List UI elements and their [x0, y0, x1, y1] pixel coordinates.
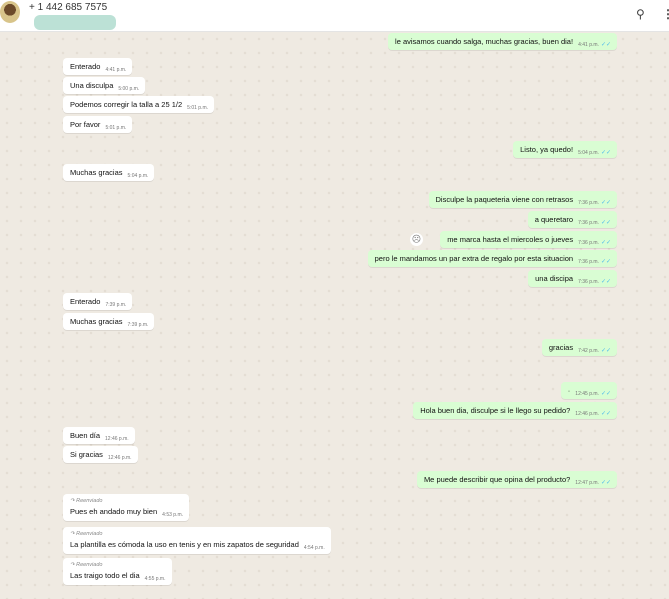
search-icon[interactable]: ⚲: [636, 7, 645, 21]
double-check-icon: ✓✓: [600, 200, 611, 206]
message-text: Muchas gracias: [70, 317, 123, 326]
double-check-icon: ✓✓: [600, 391, 611, 397]
message-time: 12:46 p.m.: [575, 411, 599, 417]
message-time: 5:00 p.m.: [118, 86, 140, 92]
double-check-icon: ✓✓: [600, 411, 611, 417]
message-text: Una disculpa: [70, 81, 114, 90]
message-time: 4:41 p.m.: [578, 42, 599, 48]
outgoing-message[interactable]: a queretaro 7:36 p.m.✓✓: [527, 211, 617, 228]
incoming-message[interactable]: Una disculpa 5:00 p.m.: [63, 77, 146, 94]
outgoing-message[interactable]: Disculpe la paqueteria viene con retraso…: [428, 191, 617, 208]
double-check-icon: ✓✓: [600, 150, 611, 156]
forwarded-label: ↷ Reenviado: [70, 531, 103, 537]
message-time: 7:36 p.m.: [578, 259, 599, 265]
incoming-message[interactable]: Enterado 7:39 p.m.: [63, 293, 133, 310]
message-time: 12:47 p.m.: [575, 480, 599, 486]
message-text: ·: [567, 386, 571, 395]
message-time: 12:45 p.m.: [575, 391, 599, 397]
message-time: 12:46 p.m.: [107, 455, 132, 461]
message-time: 7:36 p.m.: [578, 240, 599, 246]
outgoing-message[interactable]: Me puede describir que opina del product…: [416, 471, 617, 488]
message-text: le avisamos cuando salga, muchas gracias…: [395, 37, 574, 46]
outgoing-message[interactable]: Listo, ya quedo! 5:04 p.m.✓✓: [513, 141, 617, 158]
incoming-message[interactable]: Enterado 4:41 p.m.: [63, 58, 133, 75]
message-text: una discipa: [535, 274, 574, 283]
outgoing-message[interactable]: gracias 7:42 p.m.✓✓: [541, 339, 617, 356]
forwarded-label: ↷ Reenviado: [70, 562, 103, 568]
contact-avatar[interactable]: [0, 1, 20, 23]
outgoing-message[interactable]: le avisamos cuando salga, muchas gracias…: [388, 33, 617, 50]
double-check-icon: ✓✓: [600, 279, 611, 285]
message-text: Enterado: [70, 62, 101, 71]
message-text: gracias: [548, 343, 574, 352]
message-text: Pues eh andado muy bien: [70, 507, 158, 516]
message-time: 4:54 p.m.: [303, 545, 325, 551]
message-text: Buen día: [70, 431, 101, 440]
outgoing-message[interactable]: pero le mandamos un par extra de regalo …: [367, 250, 617, 267]
double-check-icon: ✓✓: [600, 240, 611, 246]
incoming-message[interactable]: Buen día 12:46 p.m.: [63, 427, 135, 444]
chat-header: + 1 442 685 7575 ⚲ ⋮: [0, 0, 669, 32]
message-text: Listo, ya quedo!: [520, 145, 574, 154]
incoming-message[interactable]: Muchas gracias 7:39 p.m.: [63, 313, 155, 330]
message-time: 4:55 p.m.: [144, 576, 166, 582]
message-text: Podemos corregir la talla a 25 1/2: [70, 100, 183, 109]
message-text: Enterado: [70, 297, 101, 306]
message-text: pero le mandamos un par extra de regalo …: [374, 254, 574, 263]
message-time: 7:36 p.m.: [578, 220, 599, 226]
message-text: Muchas gracias: [70, 168, 123, 177]
double-check-icon: ✓✓: [600, 480, 611, 486]
outgoing-message[interactable]: · 12:45 p.m.✓✓: [560, 382, 617, 399]
message-text: La plantilla es cómoda la uso en tenis y…: [70, 540, 299, 549]
redaction-overlay: [34, 15, 116, 30]
message-time: 5:04 p.m.: [127, 173, 149, 179]
incoming-message[interactable]: Si gracias 12:46 p.m.: [63, 446, 138, 463]
incoming-message[interactable]: Por favor 5:01 p.m.: [63, 116, 133, 133]
message-time: 7:39 p.m.: [105, 302, 127, 308]
double-check-icon: ✓✓: [600, 42, 611, 48]
message-time: 12:46 p.m.: [105, 436, 129, 442]
message-time: 5:04 p.m.: [578, 150, 599, 156]
message-text: Si gracias: [70, 450, 103, 459]
incoming-message[interactable]: Muchas gracias 5:04 p.m.: [63, 164, 155, 181]
message-text: a queretaro: [534, 215, 574, 224]
incoming-message[interactable]: ↷ Reenviado La plantilla es cómoda la uso…: [63, 527, 331, 554]
double-check-icon: ✓✓: [600, 220, 611, 226]
message-time: 5:01 p.m.: [105, 125, 127, 131]
message-time: 7:36 p.m.: [578, 279, 599, 285]
message-time: 7:36 p.m.: [578, 200, 599, 206]
message-text: Hola buen dia, disculpe si le llego su p…: [420, 406, 571, 415]
message-time: 7:42 p.m.: [578, 348, 599, 354]
incoming-message[interactable]: Podemos corregir la talla a 25 1/2 5:01 p…: [63, 96, 215, 113]
emoji-reaction-icon[interactable]: ☹: [410, 233, 423, 246]
forwarded-label: ↷ Reenviado: [70, 498, 103, 504]
message-text: Las traigo todo el dia: [70, 571, 140, 580]
outgoing-message[interactable]: me marca hasta el miercoles o jueves 7:36…: [440, 231, 617, 248]
more-vertical-icon[interactable]: ⋮: [662, 7, 669, 21]
message-text: Por favor: [70, 120, 101, 129]
outgoing-message[interactable]: una discipa 7:36 p.m.✓✓: [528, 270, 617, 287]
message-time: 7:39 p.m.: [127, 322, 149, 328]
message-text: me marca hasta el miercoles o jueves: [447, 235, 574, 244]
message-time: 5:01 p.m.: [187, 105, 209, 111]
double-check-icon: ✓✓: [600, 348, 611, 354]
outgoing-message[interactable]: Hola buen dia, disculpe si le llego su p…: [413, 402, 617, 419]
double-check-icon: ✓✓: [600, 259, 611, 265]
message-time: 4:41 p.m.: [105, 67, 127, 73]
message-text: Me puede describir que opina del product…: [423, 475, 571, 484]
message-time: 4:53 p.m.: [162, 512, 184, 518]
contact-name[interactable]: + 1 442 685 7575: [29, 2, 108, 13]
message-text: Disculpe la paqueteria viene con retraso…: [435, 195, 574, 204]
